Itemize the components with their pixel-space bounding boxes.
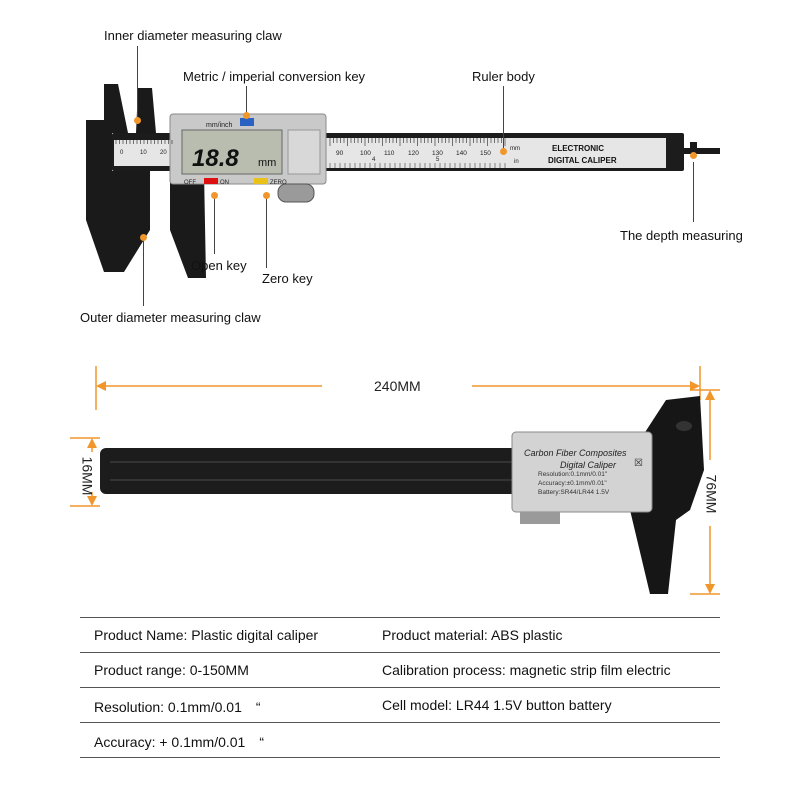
scale-label: 140 <box>456 150 467 157</box>
unit-toggle-label: mm/inch <box>206 122 233 129</box>
callout-dot <box>134 117 141 124</box>
callout-dot <box>263 192 270 199</box>
off-label: OFF <box>184 180 196 186</box>
outer-claw-sliding <box>170 171 206 278</box>
leader-depth <box>693 162 694 222</box>
leader-open <box>214 196 215 254</box>
spec-accuracy: Accuracy: + 0.1mm/0.01 “ <box>94 734 265 750</box>
thumb-wheel[interactable] <box>277 183 315 203</box>
callout-dot <box>500 148 507 155</box>
zero-label: ZERO <box>270 180 287 186</box>
inch-label: 4 <box>372 157 376 163</box>
leader-conversion <box>246 86 247 116</box>
ruler-title-1: ELECTRONIC <box>552 144 604 153</box>
spec-table: Product Name: Plastic digital caliper Pr… <box>80 617 720 758</box>
callout-zero-key: Zero key <box>262 271 313 286</box>
back-spec-1: Resolution:0.1mm/0.01" <box>538 471 608 478</box>
back-label-2: Digital Caliper <box>560 460 617 470</box>
callout-depth: The depth measuring <box>620 228 743 243</box>
recycle-bin-icon: ☒ <box>634 458 643 469</box>
spec-row: Product Name: Plastic digital caliper Pr… <box>80 617 720 653</box>
leader-ruler <box>503 86 504 148</box>
callout-conversion-key: Metric / imperial conversion key <box>183 69 366 84</box>
scale-label: 110 <box>384 150 395 157</box>
leader-outer <box>143 240 144 306</box>
spec-row: Resolution: 0.1mm/0.01 “ Cell model: LR4… <box>80 688 720 723</box>
inner-claw-sliding <box>136 88 156 133</box>
spec-calibration: Calibration process: magnetic strip film… <box>382 662 671 678</box>
conversion-key-button[interactable] <box>240 118 254 126</box>
callout-dot <box>243 112 250 119</box>
lcd-readout: 18.8 <box>192 145 239 172</box>
callout-dot <box>211 192 218 199</box>
callout-dot <box>690 152 697 159</box>
length-dimension-label: 240MM <box>374 378 421 394</box>
spec-row: Accuracy: + 0.1mm/0.01 “ <box>80 723 720 758</box>
callout-outer-claw: Outer diameter measuring claw <box>80 310 261 325</box>
scale-label: 90 <box>336 150 344 157</box>
ruler-ticks <box>115 138 506 146</box>
scale-label: 150 <box>480 150 491 157</box>
scale-label: 10 <box>140 150 147 156</box>
caliper-front-illustration: 0 10 20 90 100 110 120 130 140 150 4 5 mm/inch 18… <box>86 84 720 278</box>
callout-ruler-body: Ruler body <box>472 69 535 84</box>
scale-label: 20 <box>160 150 167 156</box>
in-label: in <box>514 159 519 165</box>
spec-resolution: Resolution: 0.1mm/0.01 “ <box>94 699 261 715</box>
caliper-dimension-illustration: Carbon Fiber Composites Digital Caliper … <box>70 366 720 595</box>
scale-label: 0 <box>120 150 124 156</box>
back-spec-2: Accuracy:±0.1mm/0.01" <box>538 480 607 487</box>
depth-rod <box>680 148 720 154</box>
inch-label: 5 <box>436 157 440 163</box>
inch-ticks <box>329 163 506 168</box>
spec-material: Product material: ABS plastic <box>382 627 563 643</box>
back-label-1: Carbon Fiber Composites <box>524 448 627 458</box>
zero-key-button[interactable] <box>254 178 268 184</box>
height-dimension-label: 76MM <box>703 474 720 514</box>
leader-inner-claw <box>137 46 138 120</box>
outer-claw-fixed <box>86 120 150 272</box>
spec-range: Product range: 0-150MM <box>94 662 249 678</box>
width-dimension-label: 16MM <box>79 456 96 496</box>
callout-dot <box>140 234 147 241</box>
open-key-button[interactable] <box>204 178 218 184</box>
on-label: ON <box>220 180 229 186</box>
ruler-title-2: DIGITAL CALIPER <box>548 156 617 165</box>
spec-product-name: Product Name: Plastic digital caliper <box>94 627 319 643</box>
spec-cell-model: Cell model: LR44 1.5V button battery <box>382 697 612 713</box>
leader-zero <box>266 196 267 268</box>
mm-label: mm <box>510 146 520 152</box>
callout-inner-claw: Inner diameter measuring claw <box>104 28 282 43</box>
scale-label: 120 <box>408 150 419 157</box>
scale-label: 130 <box>432 150 443 157</box>
back-spec-3: Battery:SR44/LR44 1.5V <box>538 489 610 496</box>
spec-row: Product range: 0-150MM Calibration proce… <box>80 653 720 688</box>
callout-open-key: Open key <box>191 258 247 273</box>
back-label-plate <box>511 431 653 513</box>
lcd-unit: mm <box>258 157 276 169</box>
lcd-screen <box>181 129 283 175</box>
scale-label: 100 <box>360 150 371 157</box>
